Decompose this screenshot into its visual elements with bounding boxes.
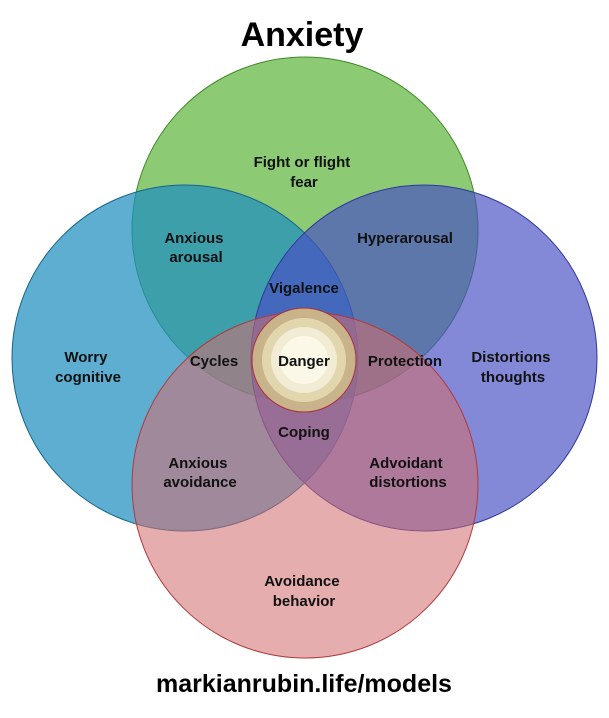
label-cycles-line1: Cycles [190, 353, 238, 370]
label-vigalence-line1: Vigalence [269, 280, 339, 297]
label-advoidant-distortions-line2: distortions [369, 474, 447, 491]
label-coping-line1: Coping [278, 424, 330, 441]
label-anxious-arousal-line1: Anxious [164, 230, 223, 247]
label-hyperarousal: Hyperarousal [357, 230, 453, 247]
label-cycles: Cycles [190, 353, 238, 370]
label-distortions: Distortions thoughts [471, 349, 554, 386]
label-protection: Protection [368, 353, 442, 370]
label-anxious-arousal: Anxious arousal [164, 230, 227, 266]
label-anxious-avoidance: Anxious avoidance [163, 455, 236, 491]
label-distortions-line2: thoughts [481, 369, 545, 386]
center-ring-inner [280, 336, 328, 384]
label-advoidant-distortions-line1: Advoidant [369, 455, 442, 472]
label-danger-line1: Danger [278, 353, 330, 370]
footer-url: markianrubin.life/models [156, 670, 452, 698]
label-avoidance-line2: behavior [273, 593, 336, 610]
label-anxious-avoidance-line2: avoidance [163, 474, 236, 491]
label-anxious-avoidance-line1: Anxious [168, 455, 227, 472]
label-advoidant-distortions: Advoidant distortions [369, 455, 447, 491]
label-fight-or-flight-line2: fear [290, 174, 318, 191]
label-fight-or-flight: Fight or flight fear [254, 154, 355, 191]
label-vigalence: Vigalence [269, 280, 339, 297]
label-worry-line1: Worry [64, 349, 108, 366]
label-coping: Coping [278, 424, 330, 441]
label-worry: Worry cognitive [55, 349, 121, 386]
label-danger: Danger [278, 353, 330, 370]
label-fight-or-flight-line1: Fight or flight [254, 154, 351, 171]
label-avoidance-line1: Avoidance [264, 573, 339, 590]
label-anxious-arousal-line2: arousal [169, 249, 222, 266]
label-avoidance: Avoidance behavior [264, 573, 343, 610]
diagram-title: Anxiety [241, 16, 364, 54]
label-protection-line1: Protection [368, 353, 442, 370]
label-hyperarousal-line1: Hyperarousal [357, 230, 453, 247]
label-distortions-line1: Distortions [471, 349, 550, 366]
label-worry-line2: cognitive [55, 369, 121, 386]
